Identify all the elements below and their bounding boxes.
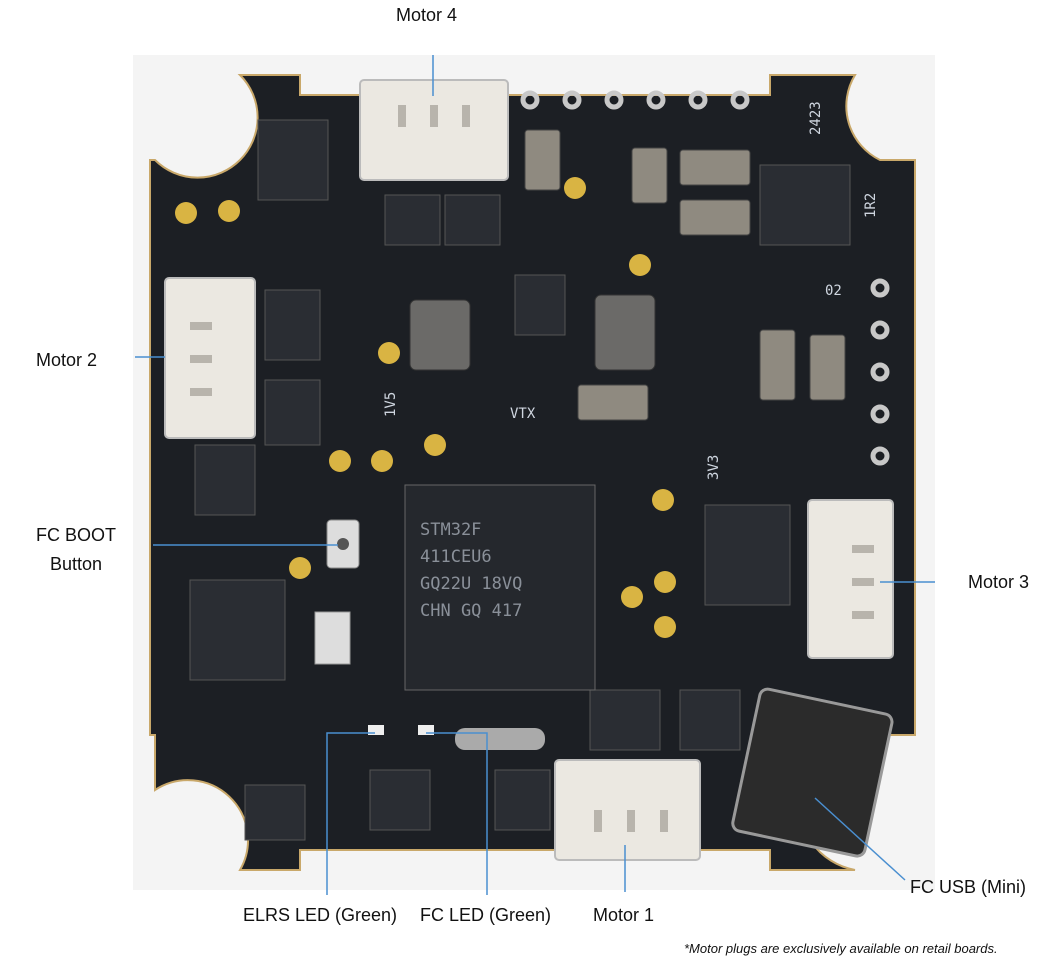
solder-pads [175, 177, 676, 638]
label-motor3: Motor 3 [968, 572, 1030, 592]
usb-connector [731, 687, 894, 858]
inductor [409, 299, 471, 371]
ic-chip [264, 379, 321, 446]
mcu-chip [404, 484, 596, 691]
motor4-connector [359, 79, 509, 181]
motor3-connector [807, 499, 894, 659]
capacitor [524, 129, 561, 191]
label-fc-boot-line2: Button [49, 554, 103, 574]
footnote: *Motor plugs are exclusively available o… [684, 941, 998, 956]
capacitor [577, 384, 649, 421]
ic-chip [759, 164, 851, 246]
pcb-board [149, 74, 916, 871]
mcu-marking: STM32F [420, 520, 481, 540]
mcu-marking: CHN GQ 417 [420, 601, 522, 621]
ic-chip [494, 769, 551, 831]
ic-chip [264, 289, 321, 361]
label-fc-boot-line1: FC BOOT [36, 525, 116, 545]
crystal [455, 728, 545, 750]
ic-chip [514, 274, 566, 336]
ic-chip [384, 194, 441, 246]
silk-label: 3V3 [706, 455, 722, 480]
mcu-marking: 411CEU6 [420, 547, 492, 567]
label-fc-boot: FC BOOT Button [36, 521, 116, 579]
ic-chip [257, 119, 329, 201]
label-motor1: Motor 1 [593, 905, 655, 925]
silk-label: VTX [510, 406, 536, 422]
capacitor [631, 147, 668, 204]
ic-chip [189, 579, 286, 681]
label-fc-led: FC LED (Green) [420, 905, 552, 925]
label-motor4: Motor 4 [396, 5, 458, 25]
ic-chip [369, 769, 431, 831]
ic-chip [444, 194, 501, 246]
ic-chip [704, 504, 791, 606]
capacitor [679, 149, 751, 186]
fc-usb-leader-line [814, 797, 906, 881]
silk-label: 1R2 [863, 193, 879, 218]
ic-chip [194, 444, 256, 516]
label-motor2: Motor 2 [36, 350, 98, 370]
capacitor [679, 199, 751, 236]
fc-led-leader-line [426, 732, 488, 895]
silk-label: 1V5 [383, 392, 399, 417]
label-elrs-led: ELRS LED (Green) [243, 905, 398, 925]
fc-led [418, 725, 434, 735]
elrs-led-leader-line [326, 732, 375, 895]
silk-label: 02 [825, 283, 842, 299]
ic-chip [679, 689, 741, 751]
silk-label: 2423 [808, 101, 824, 135]
ic-chip [244, 784, 306, 841]
crystal [314, 611, 351, 665]
capacitor [809, 334, 846, 401]
inductor [594, 294, 656, 371]
boot-button-cap [337, 538, 349, 550]
mcu-marking: GQ22U 18VQ [420, 574, 522, 594]
header-holes [520, 90, 890, 466]
ic-chip [589, 689, 661, 751]
elrs-led [368, 725, 384, 735]
label-fc-usb: FC USB (Mini) [910, 877, 1026, 897]
capacitor [759, 329, 796, 401]
